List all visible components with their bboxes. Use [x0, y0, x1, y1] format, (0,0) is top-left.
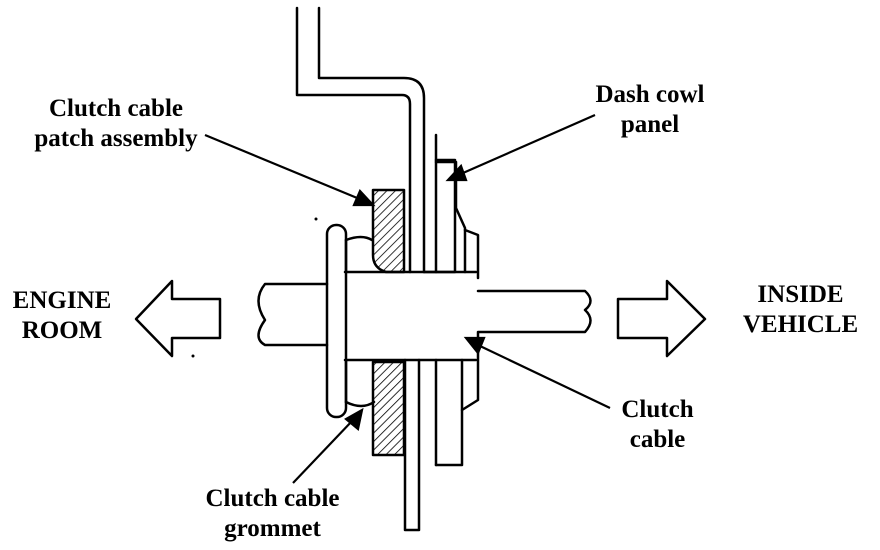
grommet-label-line2: grommet — [224, 515, 321, 542]
cable-leader — [463, 336, 611, 409]
engine-label-line2: ROOM — [21, 317, 103, 344]
clutch-cable — [257, 282, 592, 347]
inside-label-line1: INSIDE — [757, 281, 844, 308]
grommet-label-line1: Clutch cable — [205, 485, 340, 512]
patch-label-line2: patch assembly — [34, 125, 198, 152]
cable-label-line1: Clutch — [621, 396, 694, 423]
dash-label-line2: panel — [620, 111, 680, 138]
patch-label-line1: Clutch cable — [48, 95, 184, 122]
engine-room-arrow — [134, 279, 222, 358]
patch-assembly — [371, 188, 406, 457]
cable-label-line2: cable — [629, 426, 686, 453]
dash-label-line1: Dash cowl — [595, 81, 705, 108]
grommet-label: Clutch cable grommet — [180, 484, 365, 544]
engine-label-line1: ENGINE — [12, 287, 112, 314]
patch-leader — [204, 133, 376, 207]
grommet-flange — [325, 223, 376, 419]
clutch-cable-label: Clutch cable — [595, 395, 720, 455]
dash-cowl-label: Dash cowl panel — [580, 80, 720, 140]
dash-leader — [445, 113, 596, 182]
patch-assembly-label: Clutch cable patch assembly — [16, 94, 216, 154]
grommet-body — [343, 160, 480, 467]
grommet-leader — [292, 407, 364, 484]
inside-vehicle-label: INSIDE VEHICLE — [728, 280, 873, 340]
inside-vehicle-arrow — [616, 279, 707, 358]
inside-label-line2: VEHICLE — [742, 311, 859, 338]
engine-room-label: ENGINE ROOM — [0, 286, 124, 346]
